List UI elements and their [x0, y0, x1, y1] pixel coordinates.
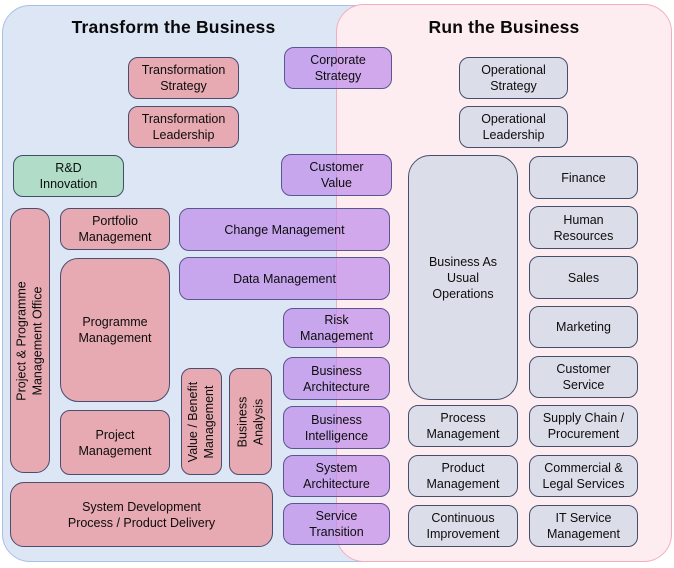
box-it-service-management-label: IT Service Management [547, 511, 620, 541]
box-data-management-label: Data Management [233, 271, 336, 286]
box-human-resources: Human Resources [529, 206, 638, 249]
box-product-management-label: Product Management [426, 461, 500, 491]
box-continuous-improvement-label: Continuous Improvement [426, 511, 500, 541]
box-supply-chain-procurement-label: Supply Chain / Procurement [542, 411, 625, 441]
box-rd-innovation-label: R&D Innovation [39, 161, 98, 191]
box-commercial-legal-services: Commercial & Legal Services [529, 455, 638, 497]
box-operational-strategy: Operational Strategy [459, 57, 568, 99]
box-supply-chain-procurement: Supply Chain / Procurement [529, 405, 638, 447]
box-it-service-management: IT Service Management [529, 505, 638, 547]
box-process-management: Process Management [408, 405, 518, 447]
box-transformation-strategy: Transformation Strategy [128, 57, 239, 99]
box-finance-label: Finance [561, 170, 606, 185]
box-customer-value-label: Customer Value [309, 160, 364, 190]
box-process-management-label: Process Management [426, 411, 500, 441]
box-rd-innovation: R&D Innovation [13, 155, 124, 197]
box-operational-leadership-label: Operational Leadership [481, 112, 546, 142]
box-business-architecture-label: Business Architecture [303, 363, 370, 394]
box-value-benefit-management-label: Value / Benefit Management [186, 381, 217, 462]
box-business-architecture: Business Architecture [283, 357, 390, 400]
box-change-management-label: Change Management [224, 222, 345, 237]
box-programme-management: Programme Management [60, 258, 170, 402]
box-value-benefit-management: Value / Benefit Management [181, 368, 222, 475]
box-project-management: Project Management [60, 410, 170, 475]
box-system-development-label: System Development Process / Product Del… [67, 499, 216, 530]
box-operational-leadership: Operational Leadership [459, 106, 568, 148]
box-marketing-label: Marketing [556, 320, 611, 334]
box-system-architecture: System Architecture [283, 455, 390, 497]
box-continuous-improvement: Continuous Improvement [408, 505, 518, 547]
box-customer-service-label: Customer Service [556, 362, 611, 392]
box-business-as-usual-operations-label: Business As Usual Operations [428, 254, 498, 301]
run-panel-title: Run the Business [428, 17, 580, 37]
box-service-transition-label: Service Transition [309, 509, 364, 539]
box-portfolio-management-label: Portfolio Management [78, 214, 152, 244]
box-change-management: Change Management [179, 208, 390, 251]
box-project-management-label: Project Management [78, 427, 152, 458]
box-customer-service: Customer Service [529, 356, 638, 398]
box-transformation-leadership-label: Transformation Leadership [141, 112, 226, 142]
box-marketing: Marketing [529, 306, 638, 348]
box-operational-strategy-label: Operational Strategy [481, 63, 546, 93]
box-portfolio-management: Portfolio Management [60, 208, 170, 250]
box-human-resources-label: Human Resources [553, 212, 614, 243]
box-sales-label: Sales [567, 270, 600, 285]
box-data-management: Data Management [179, 257, 390, 300]
box-transformation-leadership: Transformation Leadership [128, 106, 239, 148]
box-corporate-strategy-label: Corporate Strategy [310, 53, 366, 83]
box-business-as-usual-operations: Business As Usual Operations [408, 155, 518, 400]
box-sales: Sales [529, 256, 638, 299]
box-risk-management: Risk Management [283, 308, 390, 348]
box-finance: Finance [529, 156, 638, 199]
box-business-intelligence-label: Business Intelligence [304, 412, 369, 443]
box-business-analysis-label: Business Analysis [235, 396, 266, 447]
box-transformation-strategy-label: Transformation Strategy [141, 63, 226, 93]
box-commercial-legal-services-label: Commercial & Legal Services [542, 461, 625, 491]
box-system-architecture-label: System Architecture [303, 461, 370, 491]
box-customer-value: Customer Value [281, 154, 392, 196]
transform-panel-title: Transform the Business [71, 17, 276, 37]
box-ppmo-label: Project & Programme Management Office [15, 280, 46, 401]
box-business-intelligence: Business Intelligence [283, 406, 390, 449]
box-project-programme-management-office: Project & Programme Management Office [10, 208, 50, 473]
box-programme-management-label: Programme Management [78, 315, 152, 345]
box-service-transition: Service Transition [283, 503, 390, 545]
box-risk-management-label: Risk Management [300, 313, 373, 343]
box-business-analysis: Business Analysis [229, 368, 272, 475]
box-product-management: Product Management [408, 455, 518, 497]
box-corporate-strategy: Corporate Strategy [284, 47, 392, 89]
box-system-development: System Development Process / Product Del… [10, 482, 273, 547]
